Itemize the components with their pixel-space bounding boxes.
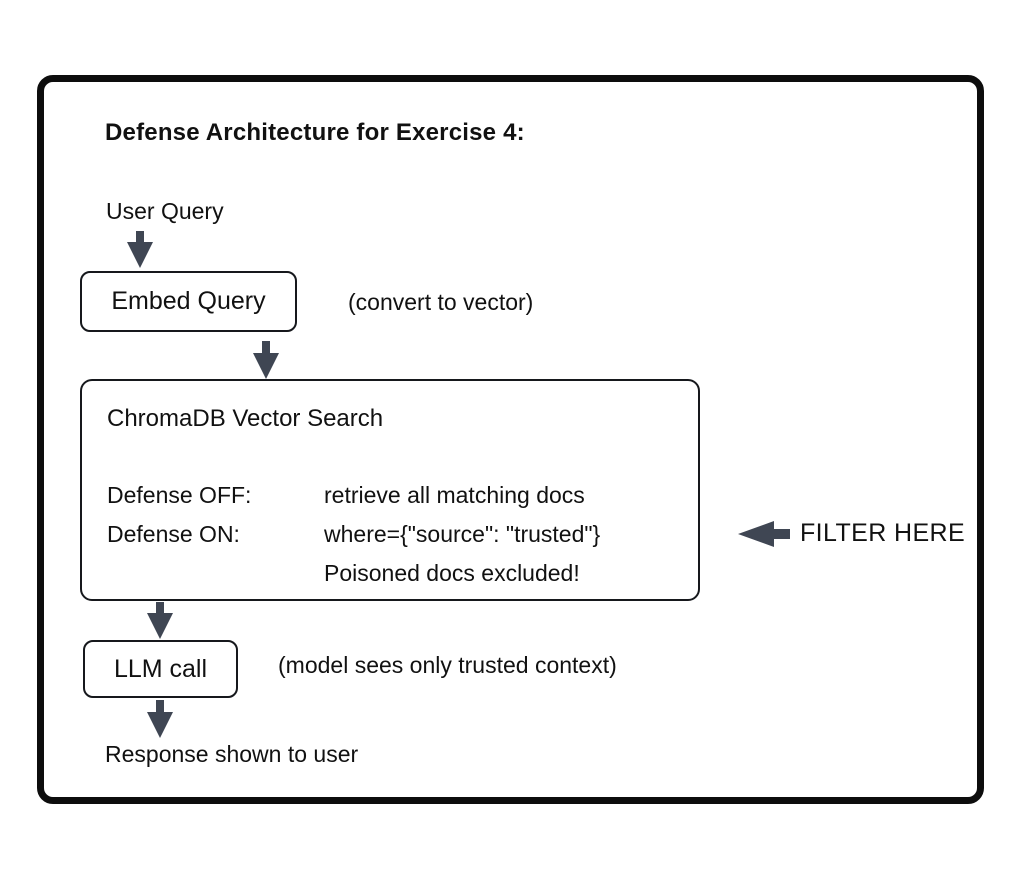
llm-call-label: LLM call [113,654,208,683]
down-arrow-icon [147,602,173,639]
filter-here-label: FILTER HERE [800,519,966,547]
response-label: Response shown to user [105,741,359,767]
defense-on-row: Defense ON: where={"source": "trusted"} [107,515,600,554]
row-value: retrieve all matching docs [324,482,585,508]
down-arrow-shape [127,231,153,268]
row-label: Defense ON: [107,521,240,547]
poisoned-docs-row: Poisoned docs excluded! [107,554,600,593]
down-arrow-icon [127,231,153,268]
row-value: where={"source": "trusted"} [324,521,601,547]
down-arrow-shape [253,341,279,379]
down-arrow-icon [253,341,279,379]
embed-query-box: Embed Query [80,271,297,332]
user-query-label: User Query [106,198,224,224]
defense-mode-rows: Defense OFF: retrieve all matching docs … [107,476,600,593]
down-arrow-shape [147,700,173,738]
row-label [107,554,324,593]
left-arrow-icon [738,520,790,547]
diagram-title: Defense Architecture for Exercise 4: [105,119,525,146]
chromadb-box-title: ChromaDB Vector Search [107,405,384,432]
chromadb-vector-search-box: ChromaDB Vector Search Defense OFF: retr… [80,379,700,601]
left-arrow-shape [738,520,790,547]
down-arrow-icon [147,700,173,738]
defense-off-row: Defense OFF: retrieve all matching docs [107,476,600,515]
row-value: Poisoned docs excluded! [324,560,580,586]
filter-here-annotation: FILTER HERE [738,519,966,547]
llm-call-box: LLM call [83,640,238,698]
row-label: Defense OFF: [107,482,252,508]
convert-to-vector-note: (convert to vector) [348,289,534,315]
embed-query-label: Embed Query [111,287,266,315]
down-arrow-shape [147,602,173,639]
trusted-context-note: (model sees only trusted context) [278,652,617,678]
